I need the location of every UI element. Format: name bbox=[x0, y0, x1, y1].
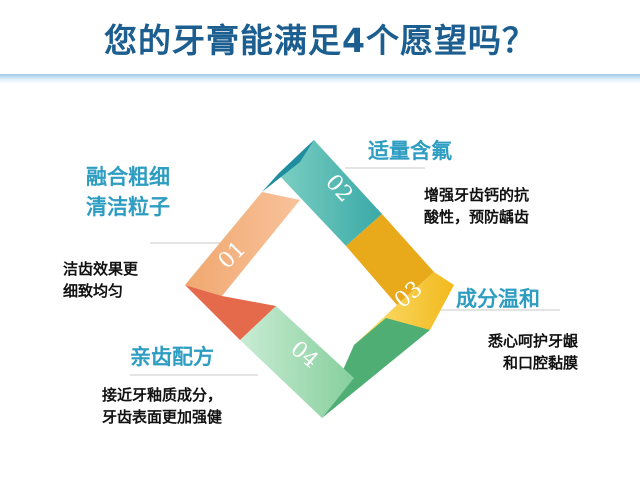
title-underline bbox=[0, 74, 640, 84]
ribbon-01: 01 bbox=[185, 192, 300, 340]
heading-01: 融合粗细 清洁粒子 bbox=[86, 165, 170, 219]
desc-04: 接近牙釉质成分， 牙齿表面更加强健 bbox=[102, 386, 223, 426]
ribbon-02: 02 bbox=[262, 140, 382, 246]
heading-02: 适量含氟 bbox=[368, 139, 452, 163]
desc-01: 洁齿效果更 细致均匀 bbox=[63, 260, 139, 300]
ribbon-04: 04 bbox=[240, 306, 430, 418]
desc-03: 悉心呵护牙龈 和口腔黏膜 bbox=[487, 332, 578, 372]
heading-03: 成分温和 bbox=[456, 287, 540, 311]
heading-04: 亲齿配方 bbox=[130, 345, 214, 369]
page-title: 您的牙膏能满足4个愿望吗？ bbox=[104, 21, 536, 60]
desc-02: 增强牙齿钙的抗 酸性，预防龋齿 bbox=[424, 186, 530, 226]
